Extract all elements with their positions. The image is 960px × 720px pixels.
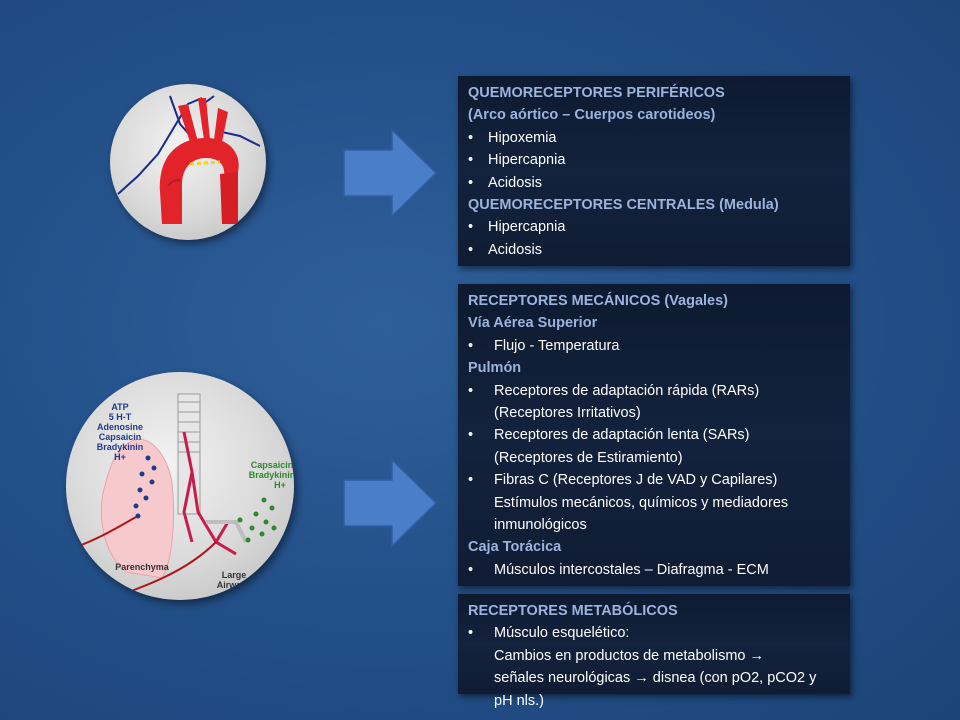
list-item: •Hipercapnia (468, 152, 566, 169)
list-item: •Flujo - Temperatura (468, 337, 620, 354)
list-item-continuation: (Receptores de Estiramiento) (494, 449, 683, 466)
lung-label-left-5: H+ (114, 452, 126, 462)
panel1-heading3: QUEMORECEPTORES CENTRALES (Medula) (468, 197, 779, 214)
lung-label-left-3: Capsaicin (99, 432, 142, 442)
lung-label-right-0: Capsaicin (251, 460, 294, 470)
panel3-heading: RECEPTORES METABÓLICOS (468, 603, 678, 619)
metabolic-receptors-panel: RECEPTORES METABÓLICOS •Músculo esquelét… (458, 594, 850, 709)
panel1-heading1: QUEMORECEPTORES PERIFÉRICOS (468, 85, 725, 101)
aortic-arch-image (110, 84, 266, 240)
mechanoreceptors-panel: RECEPTORES MECÁNICOS (Vagales) Vía Aérea… (458, 284, 850, 586)
list-item-continuation: pH nls.) (494, 692, 544, 709)
airways-label-0: Large (222, 570, 247, 580)
lung-label-right-2: H+ (274, 480, 286, 490)
list-item: •Hipoxemia (468, 129, 557, 146)
list-item: •Hipercapnia (468, 219, 566, 236)
lung-receptors-image: ATP 5 H-T Adenosine Capsaicin Bradykinin… (66, 372, 294, 600)
list-item-continuation: inmunológicos (494, 517, 587, 534)
panel2-sub3: Caja Torácica (468, 539, 562, 556)
lung-label-left-1: 5 H-T (109, 412, 132, 422)
list-item: •Músculos intercostales – Diafragma - EC… (468, 561, 769, 578)
arrow-right-icon (343, 458, 438, 548)
panel2-sub1: Vía Aérea Superior (468, 315, 598, 332)
parenchyma-label: Parenchyma (115, 562, 170, 572)
lung-illustration: ATP 5 H-T Adenosine Capsaicin Bradykinin… (66, 393, 294, 600)
lung-label-left-0: ATP (111, 402, 128, 412)
chemoreceptors-panel: QUEMORECEPTORES PERIFÉRICOS (Arco aórtic… (458, 76, 850, 266)
list-item: •Músculo esquelético: (468, 625, 630, 642)
list-item: •Acidosis (468, 241, 542, 258)
panel1-heading2: (Arco aórtico – Cuerpos carotideos) (468, 107, 716, 124)
list-item: •Fibras C (Receptores J de VAD y Capilar… (468, 472, 778, 489)
airways-label-1: Airways (217, 580, 252, 590)
lung-label-left-4: Bradykinin (97, 442, 144, 452)
list-item: •Acidosis (468, 174, 542, 191)
arrow-right-icon (343, 128, 438, 218)
panel2-heading: RECEPTORES MECÁNICOS (Vagales) (468, 293, 728, 309)
list-item-continuation: señales neurológicas → disnea (con pO2, … (494, 670, 817, 687)
panel2-sub2: Pulmón (468, 360, 522, 377)
aorta-illustration (117, 95, 261, 224)
list-item-continuation: Estímulos mecánicos, químicos y mediador… (494, 494, 789, 511)
list-item-continuation: Cambios en productos de metabolismo → (494, 647, 764, 664)
lung-label-right-1: Bradykinin (249, 470, 294, 480)
list-item: •Receptores de adaptación rápida (RARs) (468, 382, 760, 399)
list-item: •Receptores de adaptación lenta (SARs) (468, 427, 750, 444)
list-item-continuation: (Receptores Irritativos) (494, 405, 641, 422)
lung-label-left-2: Adenosine (97, 422, 143, 432)
